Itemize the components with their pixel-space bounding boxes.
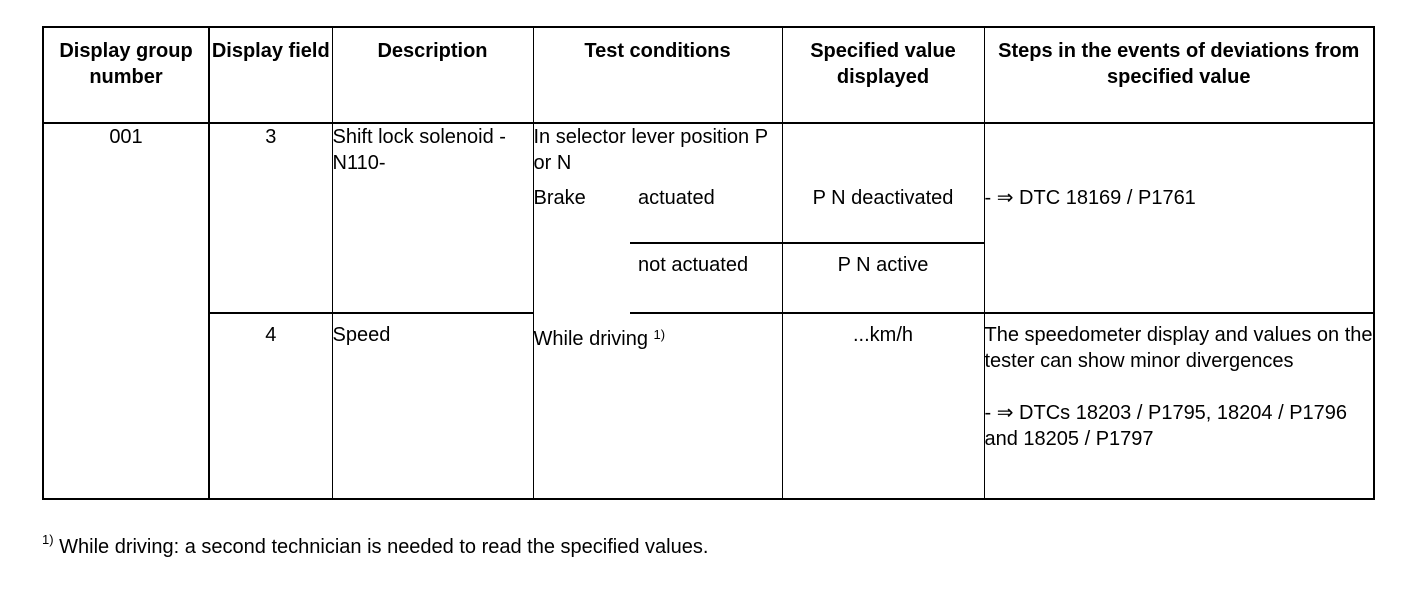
footnote-marker: 1) (42, 532, 54, 547)
test-condition-while-driving: While driving 1) (532, 313, 782, 500)
header-steps: Steps in the events of deviations from s… (983, 26, 1375, 124)
table-row-speed: 4 Speed While driving 1) ...km/h The spe… (43, 313, 1375, 500)
steps-dtc-18169: - ⇒ DTC 18169 / P1761 (983, 123, 1375, 314)
header-row: Display group number Display field Descr… (42, 26, 1375, 124)
description-speed: Speed (331, 313, 533, 500)
brake-actuated-label: actuated (630, 185, 782, 244)
table-row-brake-actuated: Brake actuated P N deactivated (43, 185, 1374, 313)
header-test-conditions: Test conditions (532, 26, 782, 124)
header-specified-value: Specified value displayed (781, 26, 984, 124)
specification-table: Display group number Display field Descr… (42, 26, 1375, 500)
table-row-brake-not-actuated: not actuated P N active (43, 243, 1374, 314)
table-row-shift-lock-intro: 001 3 Shift lock solenoid -N110- In sele… (42, 123, 1375, 500)
footnote-text: While driving: a second technician is ne… (59, 536, 709, 558)
header-description: Description (331, 26, 533, 124)
spec-p-n-deactivated: P N deactivated (781, 185, 984, 244)
test-condition-selector-lever: In selector lever position P or N (532, 123, 782, 185)
spec-p-n-active: P N active (781, 243, 984, 314)
steps-dtc-speed: - ⇒ DTCs 18203 / P1795, 18204 / P1796 an… (984, 402, 1348, 450)
header-display-group-number: Display group number (42, 26, 209, 124)
brake-not-actuated-label: not actuated (630, 243, 782, 314)
footnote: 1) While driving: a second technician is… (42, 532, 709, 559)
group-number-cell: 001 (42, 123, 209, 500)
description-shift-lock: Shift lock solenoid -N110- (331, 123, 533, 314)
field-cell-4: 4 (208, 313, 332, 500)
steps-divergence-note: The speedometer display and values on th… (984, 324, 1373, 372)
spec-km-h: ...km/h (781, 313, 984, 500)
brake-label: Brake (532, 185, 630, 313)
steps-speed: The speedometer display and values on th… (983, 313, 1375, 500)
header-display-field: Display field (208, 26, 332, 124)
while-driving-text: While driving (533, 328, 648, 350)
spec-cell-empty (781, 123, 984, 185)
field-cell-3: 3 (208, 123, 332, 314)
footnote-ref-marker: 1) (653, 327, 666, 342)
